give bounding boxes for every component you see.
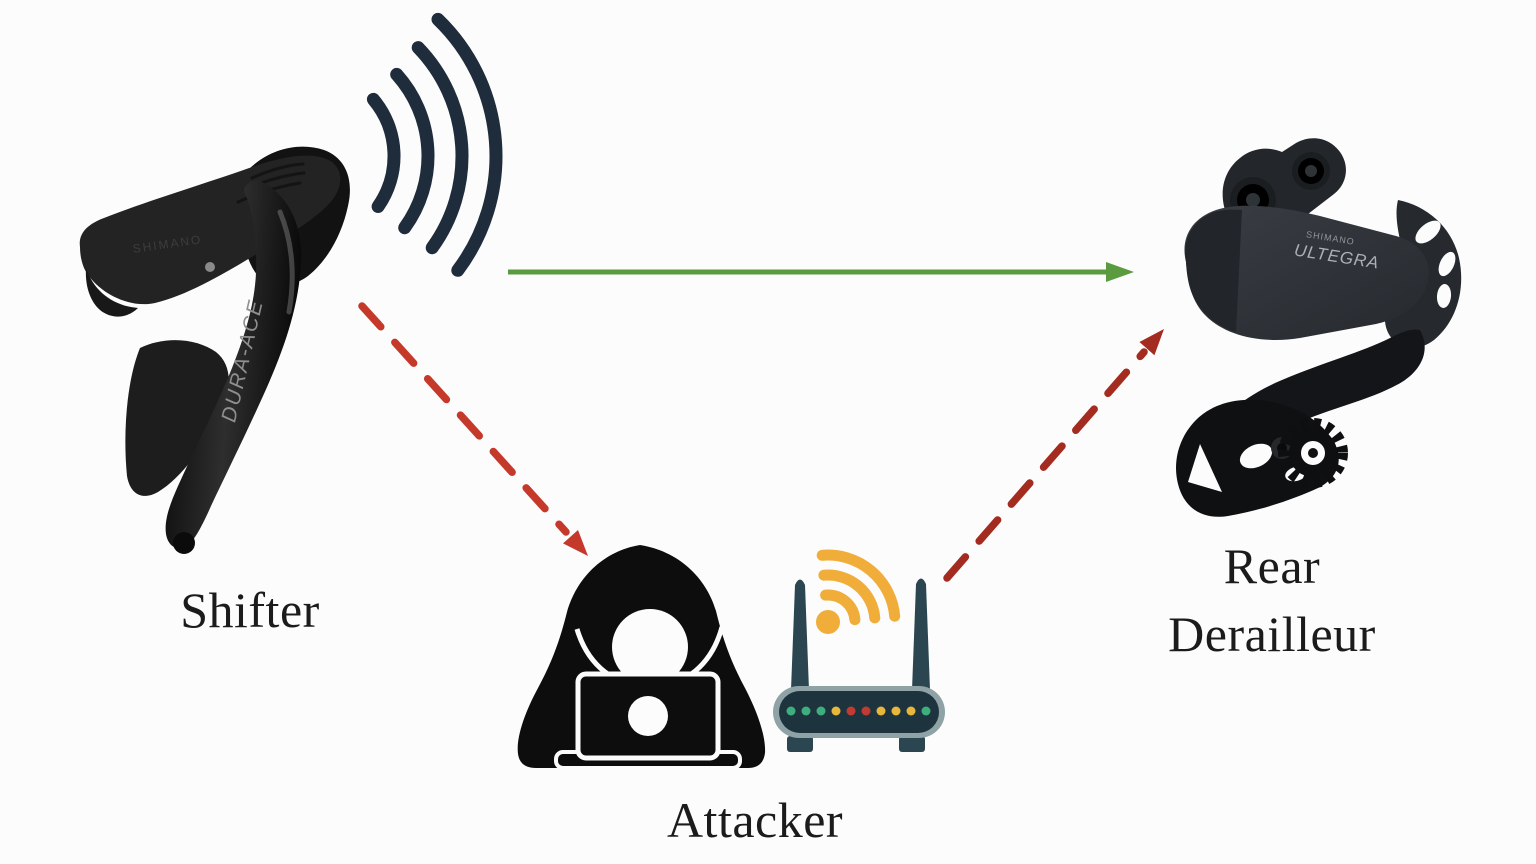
lens-core	[1246, 193, 1260, 207]
router-antenna-right	[912, 578, 930, 690]
jockey-wheel	[1278, 418, 1348, 488]
router-led	[921, 706, 931, 716]
router-antennas-feet	[787, 578, 930, 752]
router-foot-right	[899, 736, 925, 752]
router-led-strip	[786, 706, 931, 716]
shifter-pivot-screw	[205, 262, 215, 272]
shifter-lever-tip	[173, 532, 195, 554]
cage-cutout-triangle	[1188, 444, 1222, 492]
lens-core	[1305, 165, 1317, 177]
jockey-hub	[1308, 448, 1318, 458]
signal-arc-2	[390, 67, 435, 235]
laptop-logo	[628, 696, 668, 736]
router-led	[906, 706, 916, 716]
rear-derailleur-label: Rear Derailleur	[1168, 538, 1376, 662]
shifter-label: Shifter	[180, 582, 320, 638]
router-led	[861, 706, 871, 716]
shifter-hood-texture-line	[250, 162, 305, 180]
arrow-shifter-to-derailleur	[508, 262, 1134, 282]
red-arrow-head-1	[563, 530, 588, 556]
attacker-label: Attacker	[666, 792, 844, 848]
wifi-icon	[816, 549, 901, 634]
signal-arc-3	[411, 41, 469, 255]
router-led	[831, 706, 841, 716]
wireless-signal-icon	[366, 12, 503, 277]
router-led	[891, 706, 901, 716]
jockey-teeth	[1278, 418, 1348, 488]
signal-arc-4	[431, 12, 503, 277]
router-led	[846, 706, 856, 716]
derailleur-body-shadow	[1185, 209, 1242, 332]
router-antenna-left	[791, 579, 809, 690]
arrow-attacker-to-derailleur	[943, 329, 1164, 582]
router-led	[786, 706, 796, 716]
derailleur-lens-upper	[1292, 152, 1330, 190]
router-led	[876, 706, 886, 716]
router-icon	[773, 578, 945, 752]
derailleur-main-body	[1184, 205, 1429, 340]
router-led	[801, 706, 811, 716]
router-foot-left	[787, 736, 813, 752]
shifter-lever-highlight	[277, 209, 295, 315]
attacker-icon	[517, 545, 766, 770]
red-dashed-shaft-2	[943, 348, 1148, 582]
plate-cutout	[1415, 220, 1441, 244]
attacker-face	[612, 609, 688, 685]
red-dashed-shaft-1	[358, 302, 570, 536]
shifter-lever-blade	[165, 180, 302, 549]
plate-cutout	[1436, 284, 1452, 308]
cage-cutout	[1239, 443, 1273, 469]
signal-arc-1	[366, 92, 401, 213]
shifter-photo: SHIMANO DURA-ACE	[79, 146, 350, 554]
shifter-hood-shadow	[85, 268, 138, 317]
wifi-dot	[816, 610, 840, 634]
wifi-arc-3	[816, 549, 901, 622]
plate-cutout	[1438, 251, 1456, 277]
router-led	[816, 706, 826, 716]
wifi-arc-1	[820, 589, 861, 626]
arrow-shifter-to-attacker	[358, 302, 588, 556]
green-arrow-head	[1106, 262, 1134, 282]
red-arrow-head-2	[1139, 329, 1164, 356]
router-face	[779, 691, 939, 733]
derailleur-photo: SHIMANO ULTEGRA	[1176, 138, 1462, 517]
wifi-arc-2	[818, 569, 881, 624]
shifter-grip-patch	[125, 340, 229, 496]
